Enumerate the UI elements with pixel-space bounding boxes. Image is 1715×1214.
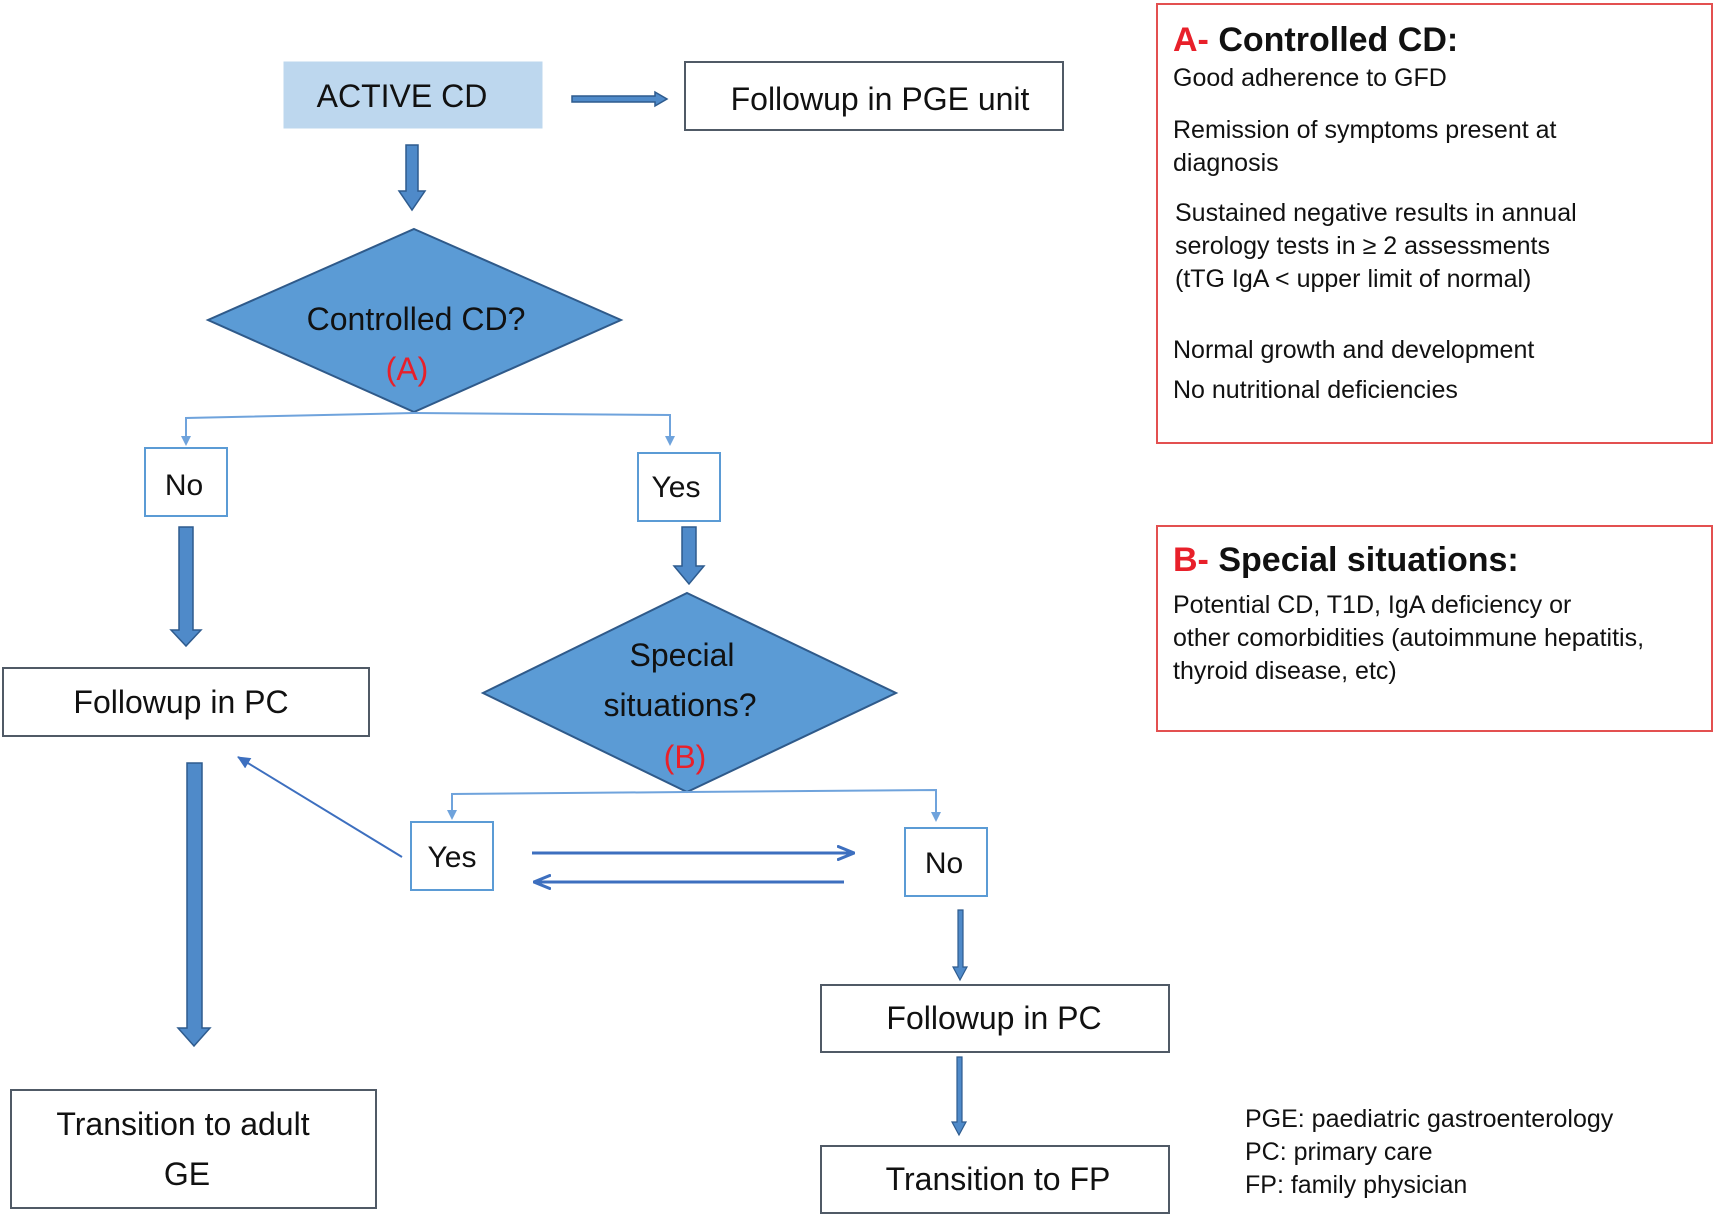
note-a-title: Controlled CD: [1218, 21, 1459, 59]
transition-adult-node: Transition to adult GE [10, 1089, 377, 1209]
controlled-cd-question: Controlled CD? [307, 301, 526, 337]
transition-adult-line2: GE [164, 1156, 210, 1192]
legend-item: FP: family physician [1245, 1171, 1468, 1199]
followup-pc-right-label: Followup in PC [886, 1000, 1101, 1036]
followup-pge-node: Followup in PGE unit [684, 61, 1064, 131]
special-question-line2: situations? [604, 687, 757, 723]
followup-pge-label: Followup in PGE unit [731, 81, 1030, 117]
note-b-title: Special situations: [1218, 541, 1519, 579]
no-box-1: No [144, 447, 228, 517]
branch-connector-a [181, 412, 675, 446]
note-a-heading: A- Controlled CD: [1173, 21, 1711, 60]
active-cd-label: ACTIVE CD [317, 78, 488, 114]
abbreviations-legend: PGE: paediatric gastroenterology PC: pri… [1245, 1103, 1613, 1202]
followup-pc-right-node: Followup in PC [820, 984, 1170, 1053]
note-a-item: Sustained negative results in annual [1175, 199, 1577, 228]
yes-label-2: Yes [428, 841, 477, 874]
no-label-2: No [925, 847, 963, 880]
arrow-followup-pc-to-fp [950, 1056, 968, 1137]
note-special-situations: B- Special situations: Potential CD, T1D… [1156, 525, 1713, 732]
note-b-item: Potential CD, T1D, IgA deficiency or [1173, 591, 1572, 620]
note-a-item: Remission of symptoms present at [1173, 116, 1557, 145]
no-label-1: No [165, 469, 203, 502]
note-controlled-cd: A- Controlled CD: Good adherence to GFD … [1156, 3, 1713, 444]
special-question-line1: Special [630, 637, 735, 673]
arrow-active-to-pge [571, 90, 669, 108]
note-b-tag: B- [1173, 541, 1209, 579]
note-a-item: serology tests in ≥ 2 assessments [1175, 232, 1550, 261]
controlled-cd-ref: (A) [386, 351, 429, 387]
note-b-heading: B- Special situations: [1173, 541, 1711, 580]
arrow-no-to-followup-pc-right [951, 909, 969, 982]
note-a-tag: A- [1173, 21, 1209, 59]
note-a-item: (tTG IgA < upper limit of normal) [1175, 265, 1532, 294]
yes-box-1: Yes [637, 452, 721, 522]
followup-pc-left-node: Followup in PC [2, 667, 370, 737]
transition-adult-line1: Transition to adult [56, 1106, 309, 1142]
special-ref: (B) [664, 739, 707, 775]
branch-connector-b [447, 788, 941, 822]
active-cd-node: ACTIVE CD [283, 61, 543, 129]
arrow-no-to-followup-pc [169, 526, 203, 648]
arrow-followup-pc-to-adult [176, 762, 212, 1048]
special-situations-decision: Special situations? (B) [480, 591, 899, 794]
note-a-item: No nutritional deficiencies [1173, 376, 1458, 405]
note-b-item: thyroid disease, etc) [1173, 657, 1397, 686]
controlled-cd-decision: Controlled CD? (A) [205, 227, 624, 414]
followup-pc-left-label: Followup in PC [73, 684, 288, 720]
note-a-item: Normal growth and development [1173, 336, 1535, 365]
arrow-yes-to-special [672, 526, 706, 586]
legend-item: PGE: paediatric gastroenterology [1245, 1105, 1614, 1133]
note-b-item: other comorbidities (autoimmune hepatiti… [1173, 624, 1645, 653]
arrow-yes-to-followup-pc [237, 756, 403, 858]
yes-label-1: Yes [652, 471, 701, 504]
transition-fp-node: Transition to FP [820, 1145, 1170, 1214]
arrow-active-to-controlled [397, 144, 427, 212]
no-box-2: No [904, 827, 988, 897]
yes-box-2: Yes [410, 821, 494, 891]
legend-item: PC: primary care [1245, 1138, 1433, 1166]
note-a-item: Good adherence to GFD [1173, 64, 1447, 93]
transition-fp-label: Transition to FP [886, 1161, 1111, 1197]
note-a-item: diagnosis [1173, 149, 1279, 178]
